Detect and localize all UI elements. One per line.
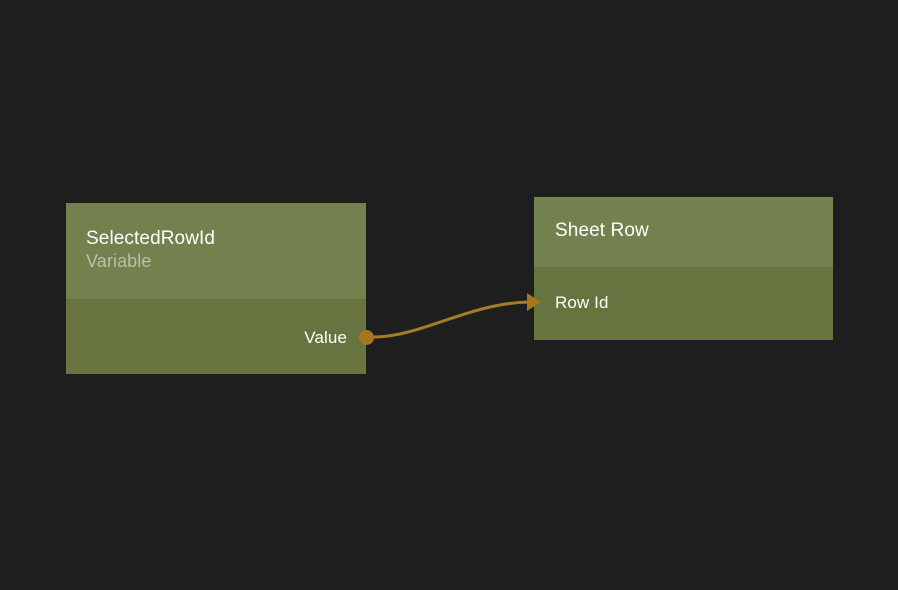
- connection-wire-value-to-rowid[interactable]: [372, 300, 531, 339]
- node-sheetrow-body: Row Id: [534, 267, 833, 340]
- output-port-row-value[interactable]: Value: [304, 326, 347, 348]
- input-port-label-rowid: Row Id: [555, 292, 609, 312]
- arrow-port-icon[interactable]: [527, 293, 541, 311]
- output-port-label-value: Value: [304, 327, 347, 347]
- node-selectedrowid-header[interactable]: SelectedRowId Variable: [66, 203, 366, 299]
- node-selectedrowid[interactable]: SelectedRowId Variable Value: [66, 203, 366, 374]
- node-sheetrow-header[interactable]: Sheet Row: [534, 197, 833, 267]
- node-sheetrow[interactable]: Sheet Row Row Id: [534, 197, 833, 340]
- circle-port-icon[interactable]: [359, 330, 374, 345]
- node-selectedrowid-subtitle: Variable: [86, 251, 152, 271]
- node-selectedrowid-body: Value: [66, 299, 366, 374]
- node-sheetrow-title: Sheet Row: [555, 220, 649, 241]
- input-port-row-rowid[interactable]: Row Id: [555, 291, 609, 313]
- node-selectedrowid-title: SelectedRowId: [86, 228, 216, 249]
